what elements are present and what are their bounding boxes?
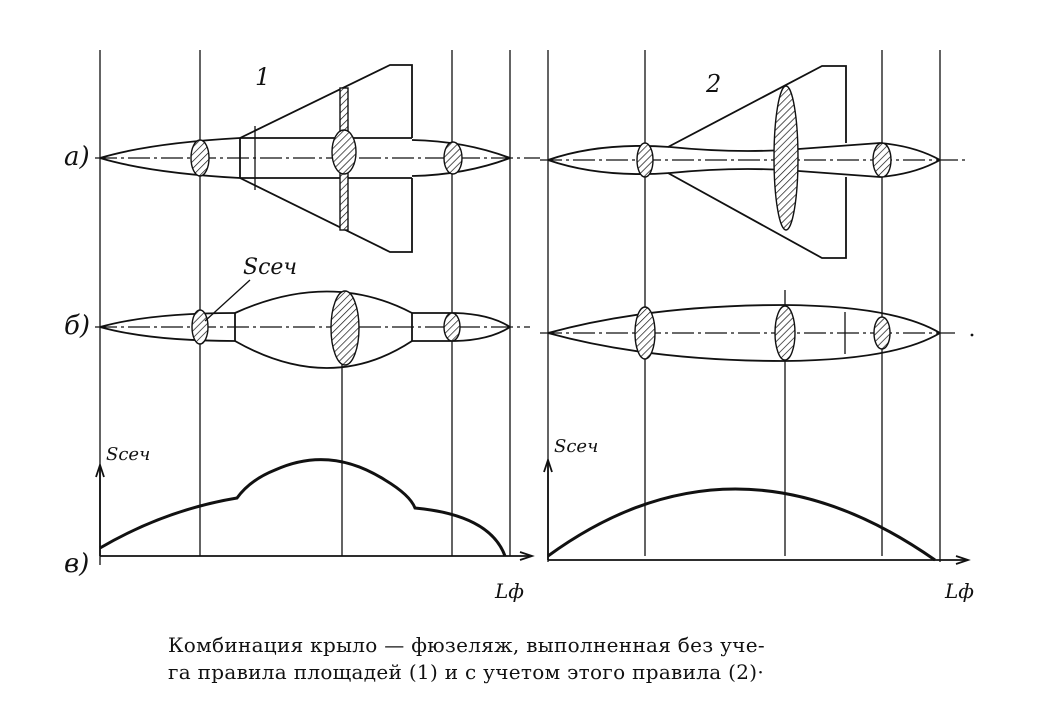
- graph-1-y-label: Sсеч: [106, 444, 150, 465]
- row-label-v: в): [64, 549, 89, 579]
- aircraft-1-planform: [95, 64, 540, 253]
- aircraft-2-planform: [540, 65, 968, 259]
- caption-line-2: га правила площадей (1) и с учетом этого…: [168, 660, 765, 684]
- graph-1-x-label: Lф: [494, 579, 524, 603]
- graph-2-y-label: Sсеч: [554, 436, 598, 457]
- area-graph-2: Sсеч Lф: [543, 436, 974, 603]
- reference-lines: [99, 50, 941, 565]
- variant-label-1: 1: [255, 63, 270, 91]
- row-label-a: а): [64, 142, 90, 172]
- row-label-b: б): [64, 311, 90, 341]
- figure-caption: Комбинация крыло — фюзеляж, выполненная …: [168, 632, 948, 686]
- section-area-label: Sсеч: [243, 255, 297, 280]
- fuselage-1-side: Sсеч: [95, 255, 530, 369]
- area-graph-1: Sсеч Lф: [95, 444, 535, 603]
- caption-line-1: Комбинация крыло — фюзеляж, выполненная …: [168, 633, 765, 657]
- graph-2-x-label: Lф: [944, 579, 974, 603]
- fuselage-2-side: [540, 304, 974, 362]
- variant-label-2: 2: [705, 70, 721, 98]
